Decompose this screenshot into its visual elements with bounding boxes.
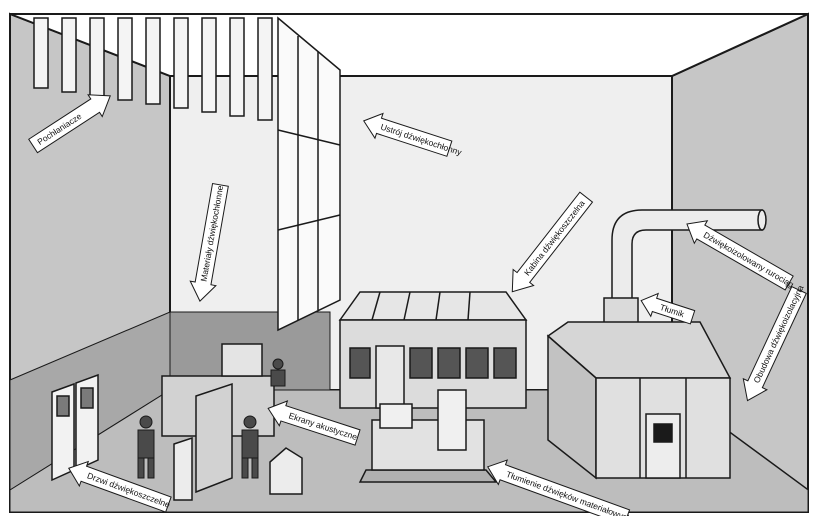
isolated-machine [358,389,498,483]
baffle [173,17,189,109]
ceiling-baffles [33,17,273,121]
duct-end [757,209,767,231]
cabin-window [465,347,489,379]
baffle [117,17,133,101]
baffle [229,17,245,117]
small-machine [173,436,193,501]
cabin-window [493,347,517,379]
cabin-window [409,347,433,379]
machine-column [437,389,467,451]
soundproof-doors [51,373,99,482]
cabin-window [437,347,461,379]
baffle [201,17,217,113]
worker-figure [241,415,259,479]
cabin-door [375,345,405,409]
door-window [56,395,70,417]
cabin-roof [338,291,528,321]
cabin-roof-rib [403,291,411,321]
machine-base [358,469,498,483]
cabin-roof-rib [435,291,441,321]
small-machine [269,447,303,495]
worker-figure [270,358,286,387]
cabin-roof-rib [467,291,471,321]
cabin-roof-rib [371,291,381,321]
arrow-tlumik: Tłumik [640,292,696,325]
absorbing-panel [277,16,341,332]
panel-divider [277,129,341,146]
worker-figure [137,415,155,479]
machine-top [379,403,413,429]
enclosure-window [653,423,673,443]
baffle [33,17,49,89]
baffle [257,17,273,121]
cabin-window [349,347,371,379]
acoustic-enclosure [546,321,732,480]
soundproof-cabin [338,291,528,409]
screen-panel [195,382,233,494]
machine-box [221,343,263,377]
baffle [145,17,161,105]
door-window [80,387,94,409]
workers [137,358,286,479]
baffle [61,17,77,93]
panel-divider [277,214,341,231]
small-machines [173,436,303,501]
absorbing-panel-face [277,16,341,332]
baffle [89,17,105,97]
acoustic-screens [161,343,275,494]
